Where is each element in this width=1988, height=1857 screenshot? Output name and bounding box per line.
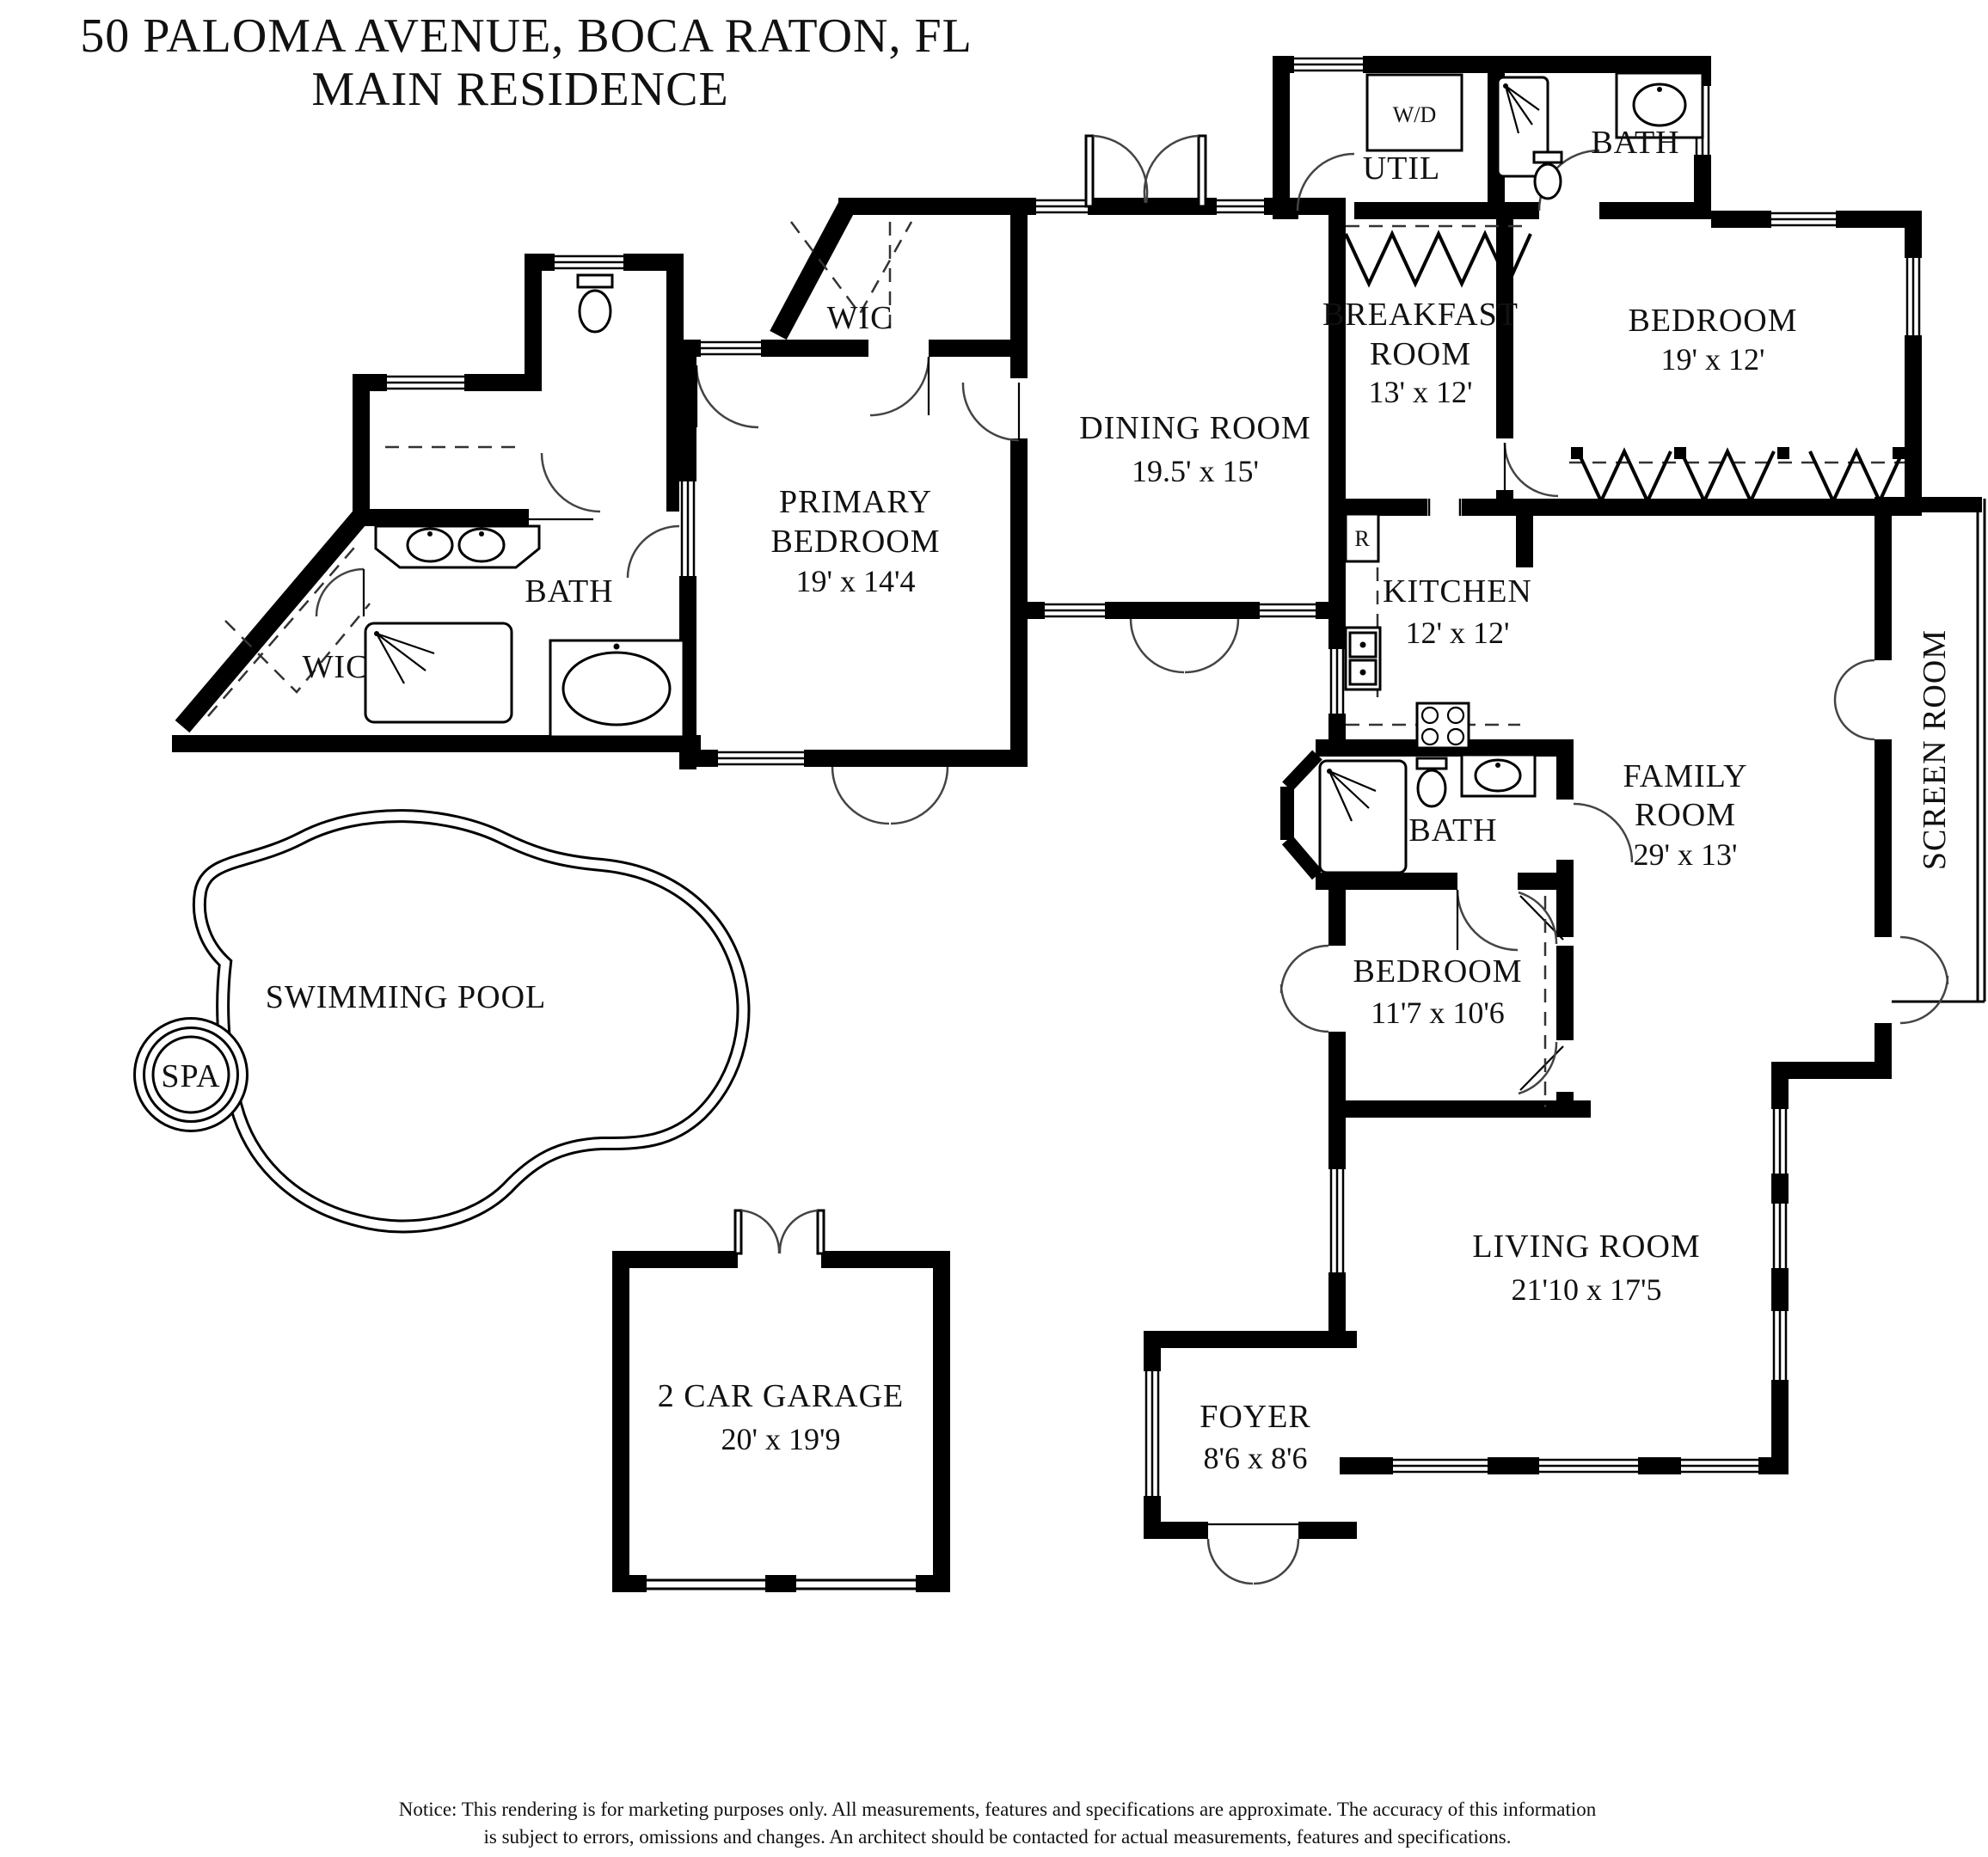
room-dims-foyer: 8'6 x 8'6 [1204, 1441, 1308, 1475]
room-label-bath-mid: BATH [1408, 812, 1497, 849]
room-label-bath-left: BATH [525, 573, 613, 610]
room-dims-primary: 19' x 14'4 [796, 564, 916, 598]
spa-circle [133, 1017, 248, 1132]
toilet-fixture [576, 273, 614, 334]
stove-fixture [1415, 702, 1470, 750]
room-label-wic-left: WIC [303, 649, 369, 685]
notice-line2: is subject to errors, omissions and chan… [484, 1826, 1512, 1848]
room-label-screen: SCREEN ROOM [1917, 629, 1953, 870]
room-label-wic-top: WIC [827, 300, 893, 336]
room-label-breakfast-1: BREAKFAST [1322, 297, 1519, 333]
room-label-bedroom-mid: BEDROOM [1353, 953, 1522, 990]
label-washer-dryer: W/D [1393, 102, 1437, 127]
toilet-fixture [1532, 150, 1563, 200]
label-refrigerator: R [1354, 526, 1370, 551]
room-label-primary-1: PRIMARY [779, 484, 932, 520]
room-label-family-2: ROOM [1635, 797, 1736, 833]
room-label-kitchen: KITCHEN [1383, 573, 1532, 610]
plan-title-line2: MAIN RESIDENCE [311, 63, 728, 116]
plan-title-line1: 50 PALOMA AVENUE, BOCA RATON, FL [80, 9, 973, 63]
shower-fixture [364, 622, 513, 724]
room-label-primary-2: BEDROOM [770, 524, 940, 560]
room-label-breakfast-2: ROOM [1370, 336, 1471, 372]
room-label-spa: SPA [161, 1058, 220, 1094]
refrigerator-box [1344, 512, 1380, 563]
fixtures [364, 71, 1704, 874]
room-label-pool: SWIMMING POOL [266, 979, 547, 1015]
room-label-dining: DINING ROOM [1079, 410, 1311, 446]
room-label-bath-top: BATH [1591, 125, 1679, 161]
room-label-living: LIVING ROOM [1472, 1229, 1700, 1265]
sink-fixture [1615, 71, 1704, 139]
closet-symbols [207, 221, 1905, 1107]
room-dims-garage: 20' x 19'9 [721, 1422, 841, 1456]
room-label-family-1: FAMILY [1623, 758, 1747, 794]
washer-dryer-box [1365, 73, 1463, 152]
room-dims-breakfast: 13' x 12' [1369, 375, 1473, 409]
room-dims-bedroom-right: 19' x 12' [1661, 342, 1765, 377]
room-label-garage: 2 CAR GARAGE [658, 1378, 904, 1414]
room-labels: W/D UTIL BATH BREAKFAST ROOM 13' x 12' B… [161, 102, 1953, 1475]
toilet-fixture [1415, 757, 1448, 808]
room-dims-family: 29' x 13' [1634, 837, 1738, 872]
sink-fixture [1460, 753, 1537, 798]
shower-fixture [1318, 759, 1408, 874]
room-dims-dining: 19.5' x 15' [1132, 454, 1259, 488]
doors [315, 134, 1949, 1585]
swimming-pool [133, 809, 751, 1234]
notice-line1: Notice: This rendering is for marketing … [399, 1799, 1597, 1820]
walls [172, 56, 1982, 1592]
room-label-bedroom-right: BEDROOM [1628, 303, 1797, 339]
room-dims-living: 21'10 x 17'5 [1512, 1272, 1662, 1307]
room-label-util: UTIL [1363, 150, 1441, 187]
room-dims-bedroom-mid: 11'7 x 10'6 [1371, 996, 1505, 1030]
double-sink-vanity [374, 518, 593, 569]
tub-fixture [549, 639, 685, 739]
room-label-foyer: FOYER [1200, 1399, 1311, 1435]
kitchen-sink-fixture [1344, 626, 1382, 691]
room-dims-kitchen: 12' x 12' [1406, 616, 1510, 650]
